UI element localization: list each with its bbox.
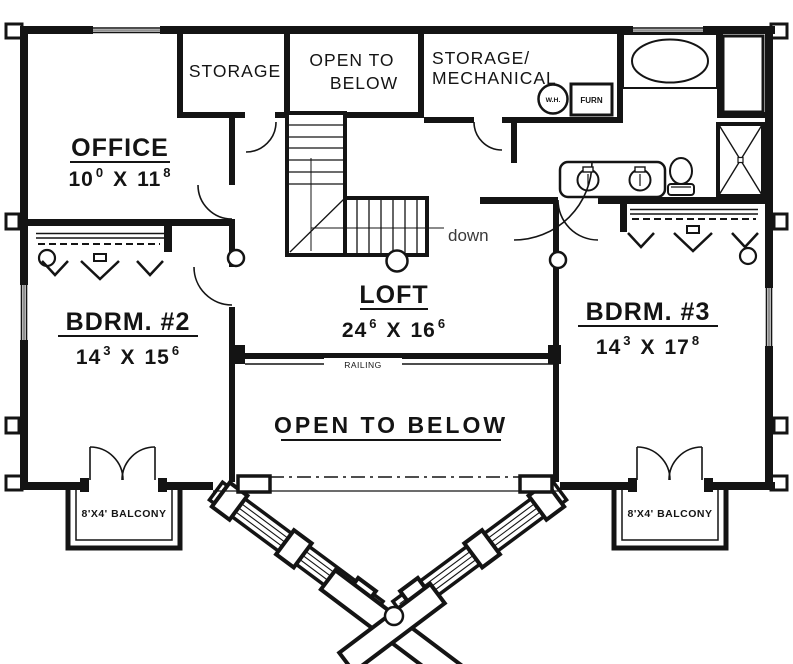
closet-rod-end (738, 246, 758, 266)
water-heater-label: W.H. (546, 97, 561, 104)
svg-text:BELOW: BELOW (330, 73, 398, 93)
open-to-below-main: OPEN TO BELOW (274, 412, 508, 441)
svg-text:MECHANICAL: MECHANICAL (432, 68, 557, 88)
bedroom3-closet (627, 208, 759, 266)
window-right-bedroom3 (765, 288, 773, 346)
open-to-below-top: OPEN TO BELOW (309, 50, 398, 93)
furnace-label: FURN (580, 96, 602, 105)
storage-label: STORAGE (189, 61, 281, 81)
log-post (226, 248, 246, 268)
water-heater-icon (537, 83, 569, 115)
shower-icon (716, 122, 765, 198)
bedroom2-name: BDRM. #2 (66, 308, 191, 336)
window-left-bedroom2 (20, 285, 28, 340)
french-door-right (636, 446, 703, 481)
deck-edge-lines (213, 474, 560, 494)
window-top-bath (633, 27, 703, 34)
balcony-right-label: 8'X4' BALCONY (627, 508, 712, 520)
bath-door-arc (513, 161, 593, 241)
tub-surround (622, 33, 718, 89)
french-door-left (89, 446, 156, 481)
prow-crossed-logs (318, 567, 466, 664)
loft-name: LOFT (359, 281, 428, 309)
hanger-symbol (41, 260, 69, 277)
office-name: OFFICE (71, 134, 169, 162)
hanger-symbol (673, 232, 713, 253)
balcony-left-label: 8'X4' BALCONY (81, 508, 166, 520)
svg-text:OPEN TO: OPEN TO (309, 50, 394, 70)
bathtub-icon (631, 38, 709, 84)
prow-post-circle (383, 605, 405, 627)
toilet-icon (667, 157, 695, 196)
interior-walls (28, 34, 765, 482)
bedroom2-door-arc (193, 266, 233, 306)
hanger-symbol (80, 260, 120, 281)
stair-newel-post (385, 249, 409, 273)
svg-text:OPEN TO BELOW: OPEN TO BELOW (274, 412, 508, 438)
deck-post-left (236, 474, 272, 494)
bedroom3-door-arc (557, 199, 599, 241)
log-post (548, 250, 568, 270)
hanger-symbol (136, 260, 164, 277)
exterior-walls (4, 22, 789, 492)
furnace-icon (569, 82, 614, 117)
hanger-symbol (731, 232, 759, 249)
balcony-right: 8'X4' BALCONY (611, 486, 729, 551)
windows (20, 27, 773, 346)
door-arcs (193, 121, 599, 306)
room-storage-mechanical: STORAGE/ MECHANICAL (432, 48, 557, 88)
room-storage: STORAGE (189, 61, 281, 81)
mechanical-door-arc (473, 121, 503, 151)
window-top-office (93, 27, 160, 34)
loft-railing: RAILING (245, 353, 553, 371)
hanger-symbol (627, 232, 655, 249)
vanity-double-sink (558, 160, 667, 199)
stairs-down-label: down (448, 226, 489, 245)
staircase: down (285, 111, 489, 273)
railing-label: RAILING (344, 360, 382, 370)
linen-closet (721, 34, 765, 114)
balcony-left: 8'X4' BALCONY (65, 486, 183, 551)
bathroom (558, 33, 765, 199)
bedroom2-closet (36, 226, 172, 281)
deck-post-right (518, 474, 554, 494)
bedroom3-name: BDRM. #3 (586, 298, 711, 326)
closet-rod-end (37, 248, 57, 268)
svg-text:STORAGE/: STORAGE/ (432, 48, 530, 68)
office-door-arc (197, 184, 233, 220)
storage-door-arc (245, 121, 277, 153)
mechanical-fixtures: W.H. FURN (537, 82, 614, 117)
